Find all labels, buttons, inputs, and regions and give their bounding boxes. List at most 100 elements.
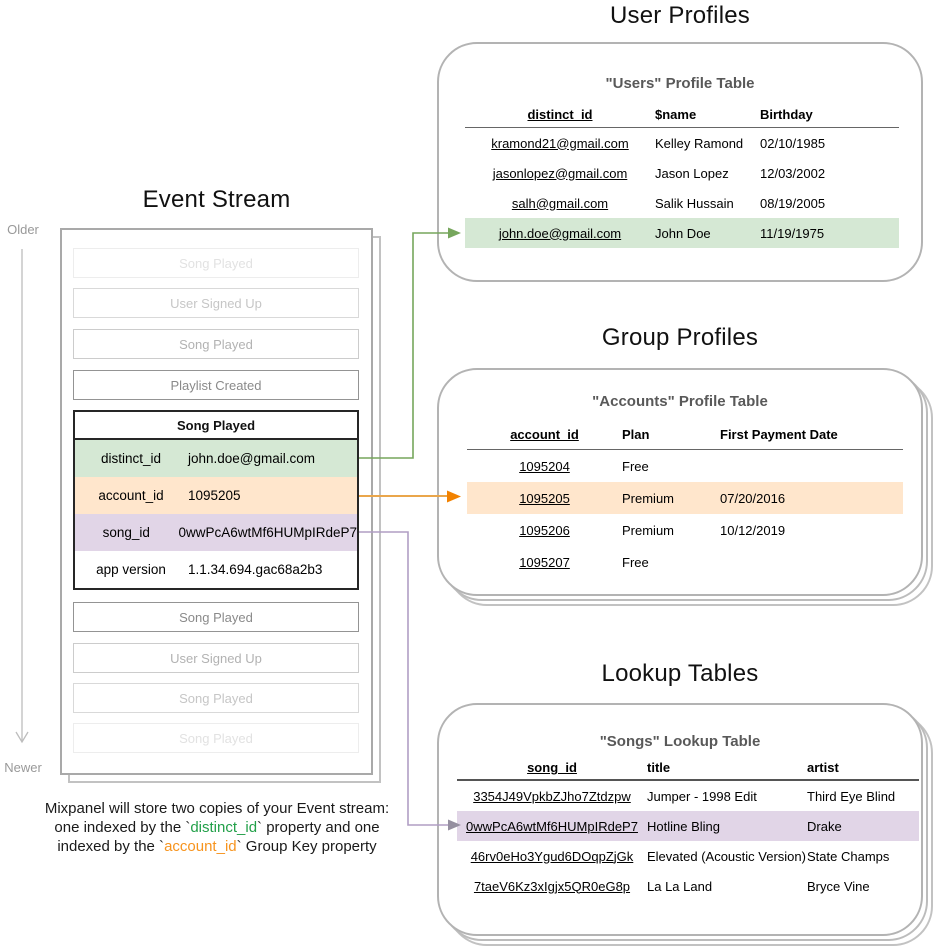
accounts-table-row-highlighted: 1095205 Premium 07/20/2016 bbox=[467, 482, 903, 514]
songs-table-row: 3354J49VpkbZJho7Ztdzpw Jumper - 1998 Edi… bbox=[457, 781, 919, 811]
property-value: john.doe@gmail.com bbox=[188, 451, 316, 466]
caption-text: one indexed by the ` bbox=[54, 819, 191, 836]
cell-song-id: 3354J49VpkbZJho7Ztdzpw bbox=[473, 788, 631, 804]
songs-table: song_id title artist 3354J49VpkbZJho7Ztd… bbox=[457, 756, 919, 901]
cell-first-payment-date: 10/12/2019 bbox=[720, 522, 786, 538]
cell-distinct-id: jasonlopez@gmail.com bbox=[492, 165, 628, 181]
event-stream-caption: Mixpanel will store two copies of your E… bbox=[28, 799, 406, 856]
property-value: 1095205 bbox=[188, 488, 241, 503]
cell-birthday: 11/19/1975 bbox=[760, 225, 825, 241]
event-box: User Signed Up bbox=[73, 288, 359, 318]
cell-name: Kelley Ramond bbox=[655, 135, 744, 151]
event-box: Song Played bbox=[73, 683, 359, 713]
users-table-row-highlighted: john.doe@gmail.com John Doe 11/19/1975 bbox=[465, 218, 899, 248]
accounts-table-row: 1095206 Premium 10/12/2019 bbox=[467, 514, 903, 546]
cell-account-id: 1095205 bbox=[519, 490, 570, 506]
lookup-tables-title: Lookup Tables bbox=[601, 660, 759, 687]
caption-line-3: indexed by the `account_id` Group Key pr… bbox=[28, 837, 406, 856]
songs-table-header: song_id title artist bbox=[457, 756, 919, 781]
older-label: Older bbox=[7, 222, 39, 237]
cell-song-id: 7taeV6Kz3xIgjx5QR0eG8p bbox=[473, 878, 631, 894]
event-property-row-account-id: account_id 1095205 bbox=[75, 477, 357, 514]
songs-table-heading: "Songs" Lookup Table bbox=[599, 733, 761, 750]
column-header: Plan bbox=[622, 427, 650, 442]
songs-table-row-highlighted: 0wwPcA6wtMf6HUMpIRdeP7 Hotline Bling Dra… bbox=[457, 811, 919, 841]
user-profiles-title: User Profiles bbox=[610, 2, 750, 29]
accounts-table-heading: "Accounts" Profile Table bbox=[592, 393, 768, 410]
users-table-row: jasonlopez@gmail.com Jason Lopez 12/03/2… bbox=[465, 158, 899, 188]
users-table-heading: "Users" Profile Table bbox=[605, 75, 755, 92]
column-header: song_id bbox=[527, 760, 577, 775]
event-box: Song Played bbox=[73, 723, 359, 753]
cell-first-payment-date: 07/20/2016 bbox=[720, 490, 786, 506]
event-box: Song Played bbox=[73, 602, 359, 632]
cell-name: Salik Hussain bbox=[655, 195, 734, 211]
caption-text: indexed by the ` bbox=[57, 838, 165, 855]
users-table-header: distinct_id $name Birthday bbox=[465, 102, 899, 128]
cell-birthday: 12/03/2002 bbox=[760, 165, 826, 181]
event-property-row-song-id: song_id 0wwPcA6wtMf6HUMpIRdeP7 bbox=[75, 514, 357, 551]
cell-title: Hotline Bling bbox=[647, 818, 720, 834]
cell-account-id: 1095207 bbox=[519, 554, 570, 570]
column-header: $name bbox=[655, 107, 697, 122]
cell-artist: Drake bbox=[807, 818, 842, 834]
cell-account-id: 1095204 bbox=[519, 458, 570, 474]
cell-distinct-id: john.doe@gmail.com bbox=[498, 225, 622, 241]
cell-plan: Free bbox=[622, 554, 649, 570]
property-key: song_id bbox=[102, 525, 150, 540]
cell-artist: Third Eye Blind bbox=[807, 788, 896, 804]
cell-title: Elevated (Acoustic Version) bbox=[647, 848, 806, 864]
cell-plan: Premium bbox=[622, 522, 675, 538]
group-profiles-title: Group Profiles bbox=[601, 324, 759, 351]
songs-table-row: 46rv0eHo3Ygud6DOqpZjGk Elevated (Acousti… bbox=[457, 841, 919, 871]
songs-table-row: 7taeV6Kz3xIgjx5QR0eG8p La La Land Bryce … bbox=[457, 871, 919, 901]
account-id-highlight-text: account_id bbox=[164, 838, 237, 855]
property-key: distinct_id bbox=[100, 451, 162, 466]
expanded-event-name: Song Played bbox=[75, 412, 357, 440]
cell-song-id: 46rv0eHo3Ygud6DOqpZjGk bbox=[470, 848, 634, 864]
cell-account-id: 1095206 bbox=[519, 522, 570, 538]
column-header: title bbox=[647, 760, 671, 775]
event-box: User Signed Up bbox=[73, 643, 359, 673]
property-key: account_id bbox=[98, 488, 164, 503]
event-box: Song Played bbox=[73, 329, 359, 359]
cell-title: La La Land bbox=[647, 878, 713, 894]
caption-line-2: one indexed by the `distinct_id` propert… bbox=[28, 818, 406, 837]
cell-distinct-id: kramond21@gmail.com bbox=[491, 135, 629, 151]
event-stream-title: Event Stream bbox=[142, 186, 291, 213]
cell-birthday: 08/19/2005 bbox=[760, 195, 826, 211]
timeline-arrow bbox=[15, 249, 29, 744]
event-property-row-app-version: app version 1.1.34.694.gac68a2b3 bbox=[75, 551, 357, 588]
accounts-table: account_id Plan First Payment Date 10952… bbox=[467, 420, 903, 578]
property-value: 1.1.34.694.gac68a2b3 bbox=[188, 562, 323, 577]
cell-name: Jason Lopez bbox=[655, 165, 729, 181]
accounts-table-row: 1095207 Free bbox=[467, 546, 903, 578]
cell-birthday: 02/10/1985 bbox=[760, 135, 826, 151]
caption-text: ` property and one bbox=[257, 819, 380, 836]
users-table-row: kramond21@gmail.com Kelley Ramond 02/10/… bbox=[465, 128, 899, 158]
caption-text: Mixpanel will store two copies of your E… bbox=[44, 800, 390, 817]
cell-plan: Premium bbox=[622, 490, 675, 506]
users-table-row: salh@gmail.com Salik Hussain 08/19/2005 bbox=[465, 188, 899, 218]
event-box: Playlist Created bbox=[73, 370, 359, 400]
caption-line-1: Mixpanel will store two copies of your E… bbox=[28, 799, 406, 818]
column-header: artist bbox=[807, 760, 839, 775]
cell-artist: State Champs bbox=[807, 848, 890, 864]
property-key: app version bbox=[96, 562, 166, 577]
column-header: account_id bbox=[510, 427, 579, 442]
accounts-table-header: account_id Plan First Payment Date bbox=[467, 420, 903, 450]
newer-label: Newer bbox=[4, 760, 42, 775]
column-header: Birthday bbox=[760, 107, 813, 122]
cell-plan: Free bbox=[622, 458, 649, 474]
event-property-row-distinct-id: distinct_id john.doe@gmail.com bbox=[75, 440, 357, 477]
cell-distinct-id: salh@gmail.com bbox=[511, 195, 609, 211]
distinct-id-highlight-text: distinct_id bbox=[190, 819, 258, 836]
event-box: Song Played bbox=[73, 248, 359, 278]
accounts-table-row: 1095204 Free bbox=[467, 450, 903, 482]
column-header: First Payment Date bbox=[720, 427, 838, 442]
cell-title: Jumper - 1998 Edit bbox=[647, 788, 757, 804]
column-header: distinct_id bbox=[527, 107, 593, 122]
property-value: 0wwPcA6wtMf6HUMpIRdeP7 bbox=[178, 525, 357, 540]
cell-song-id: 0wwPcA6wtMf6HUMpIRdeP7 bbox=[466, 818, 638, 834]
